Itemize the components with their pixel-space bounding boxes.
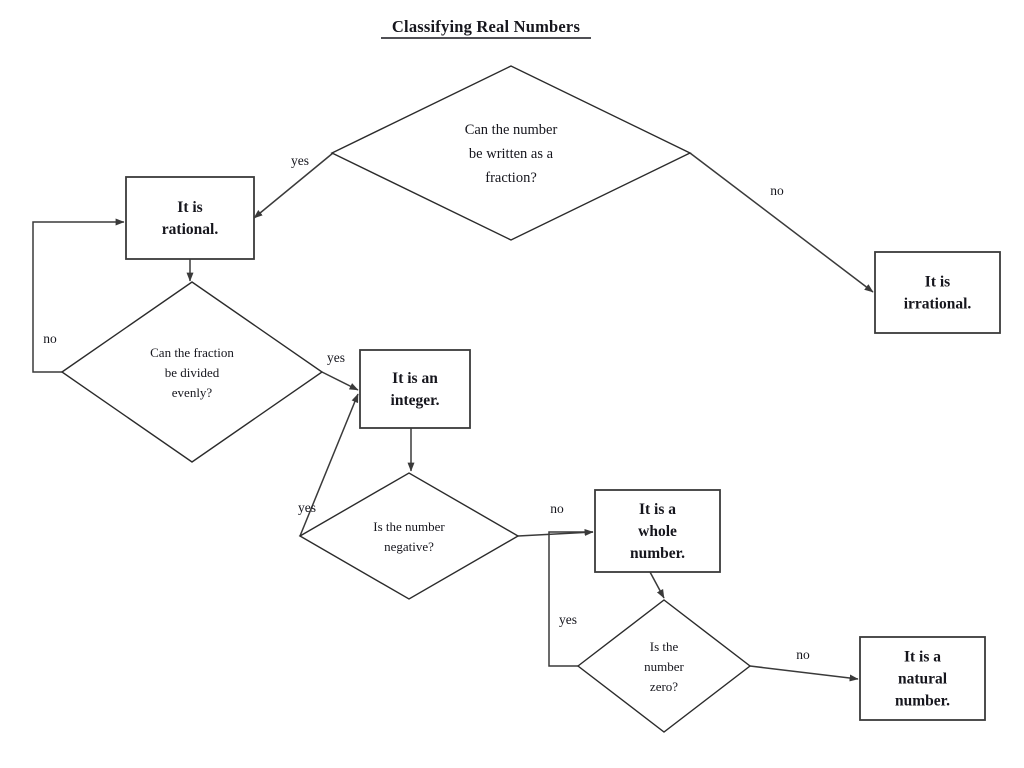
terminal-shape <box>359 349 471 429</box>
node-text-line: fraction? <box>485 170 537 186</box>
flow-node-q-negative[interactable]: Is the number negative? <box>298 472 520 600</box>
node-text-line: It is an <box>392 370 438 387</box>
terminal-shape <box>874 251 1001 334</box>
flow-node-r-irrational[interactable]: It is irrational. <box>874 251 1001 334</box>
node-text-line: Can the fraction <box>150 345 234 360</box>
decision-shape <box>576 599 752 733</box>
edge-label-yes: yes <box>298 500 316 515</box>
terminal-shape <box>594 489 721 573</box>
node-text-line: evenly? <box>172 385 213 400</box>
decision-shape <box>298 472 520 600</box>
flow-edge: yes <box>321 350 359 391</box>
flow-edge: no <box>749 647 859 682</box>
terminal-shape <box>859 636 986 721</box>
flow-edge <box>649 571 665 599</box>
node-text-line: negative? <box>384 539 434 554</box>
flow-node-q-fraction[interactable]: Can the number be written as a fraction? <box>330 65 692 241</box>
edge-label-yes: yes <box>291 153 309 168</box>
edge-label-no: no <box>770 183 784 198</box>
page-title-text: Classifying Real Numbers <box>392 17 581 36</box>
edge-fraction-no <box>689 152 874 293</box>
decision-shape <box>330 65 692 241</box>
flow-edge: yes <box>548 531 593 667</box>
flow-node-q-divided-evenly[interactable]: Can the fraction be divided evenly? <box>60 281 324 463</box>
node-text-line: number <box>644 659 684 674</box>
flow-node-r-integer[interactable]: It is an integer. <box>359 349 471 429</box>
edge-label-yes: yes <box>559 612 577 627</box>
node-text-line: zero? <box>650 679 678 694</box>
edge-label-yes: yes <box>327 350 345 365</box>
node-text-line: rational. <box>162 221 219 238</box>
edge-zero-yes <box>548 531 593 667</box>
node-text-line: It is <box>177 199 202 216</box>
node-text-line: irrational. <box>904 296 972 313</box>
node-text-line: be divided <box>165 365 220 380</box>
edge-zero-no <box>749 665 859 682</box>
nodes-layer: Can the number be written as a fraction? It… <box>60 65 1001 733</box>
edge-label-no: no <box>43 331 57 346</box>
node-text-line: Is the number <box>373 519 445 534</box>
decision-shape <box>60 281 324 463</box>
node-text-line: Is the <box>650 639 679 654</box>
node-text-line: number. <box>630 545 685 562</box>
node-text-line: It is a <box>904 649 941 666</box>
edge-evenly-no <box>32 218 125 373</box>
edge-negative-yes <box>299 393 359 537</box>
edge-label-no: no <box>796 647 810 662</box>
node-text-line: natural <box>898 671 948 688</box>
node-text-line: It is a <box>639 501 676 518</box>
node-text-line: integer. <box>391 392 440 409</box>
node-text-line: Can the number <box>465 122 558 138</box>
node-text-line: number. <box>895 693 950 710</box>
node-text-line: whole <box>638 523 677 540</box>
node-text-line: It is <box>925 274 950 291</box>
page-title: Classifying Real Numbers <box>381 17 591 39</box>
terminal-shape <box>125 176 255 260</box>
flow-node-r-natural[interactable]: It is a natural number. <box>859 636 986 721</box>
flow-edge: no <box>517 501 594 537</box>
edge-evenly-yes <box>321 371 359 391</box>
edge-label-no: no <box>550 501 564 516</box>
node-text-line: be written as a <box>469 146 554 162</box>
edges-layer: yes no no yes yes no yes no <box>32 152 874 682</box>
edge-fraction-yes <box>253 152 334 219</box>
edge-whole-to-zero <box>649 571 665 599</box>
flow-node-r-whole[interactable]: It is a whole number. <box>594 489 721 573</box>
flow-node-r-rational[interactable]: It is rational. <box>125 176 255 260</box>
flow-edge: no <box>689 152 874 293</box>
flow-edge: yes <box>298 393 359 537</box>
flow-node-q-zero[interactable]: Is the number zero? <box>576 599 752 733</box>
flow-edge: yes <box>253 152 334 219</box>
flow-edge: no <box>32 218 125 373</box>
